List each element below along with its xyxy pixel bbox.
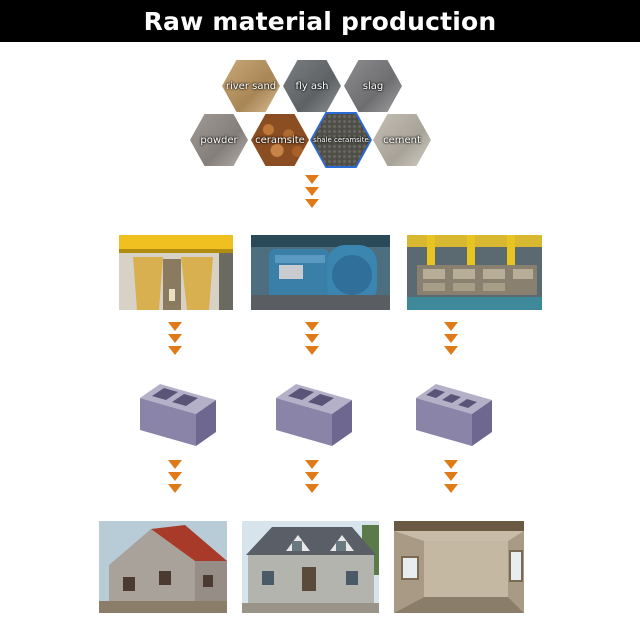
chevron-down-icon — [168, 484, 182, 493]
chevron-down-icon — [168, 334, 182, 343]
material-river-sand: river sand — [222, 60, 280, 112]
material-label: slag — [362, 80, 384, 92]
machine-photo-hopper — [119, 235, 233, 310]
house-illustration — [242, 521, 379, 613]
block-icon — [416, 384, 492, 446]
chevron-down-icon — [305, 322, 319, 331]
flow-arrow-materials — [302, 175, 322, 211]
machine-photo-mold — [407, 235, 542, 310]
hollow-block-two-cell-center — [274, 380, 354, 452]
chevron-down-icon — [305, 346, 319, 355]
chevron-down-icon — [168, 322, 182, 331]
chevron-down-icon — [444, 484, 458, 493]
building-photo-house-grey — [242, 521, 379, 613]
chevron-down-icon — [305, 187, 319, 196]
chevron-down-icon — [305, 334, 319, 343]
material-label: river sand — [225, 80, 277, 92]
chevron-down-icon — [168, 472, 182, 481]
block-icon — [140, 384, 216, 446]
flow-arrow-center-2 — [302, 460, 322, 496]
hollow-block-two-cell — [138, 380, 218, 452]
material-label: powder — [200, 134, 238, 146]
hopper-illustration — [119, 235, 233, 310]
chevron-down-icon — [444, 322, 458, 331]
material-powder: powder — [190, 114, 248, 166]
chevron-down-icon — [305, 460, 319, 469]
flow-arrow-right-1 — [441, 322, 461, 358]
motor-illustration — [251, 235, 390, 310]
page-title: Raw material production — [143, 6, 497, 36]
chevron-down-icon — [305, 199, 319, 208]
building-photo-house-red-roof — [99, 521, 227, 613]
material-label: cement — [383, 134, 421, 146]
flow-arrow-center-1 — [302, 322, 322, 358]
chevron-down-icon — [305, 472, 319, 481]
material-label: shale ceramsite — [313, 136, 369, 144]
material-slag: slag — [344, 60, 402, 112]
chevron-down-icon — [444, 460, 458, 469]
chevron-down-icon — [444, 334, 458, 343]
title-banner: Raw material production — [0, 0, 640, 42]
chevron-down-icon — [305, 484, 319, 493]
chevron-down-icon — [168, 346, 182, 355]
material-label: fly ash — [295, 80, 329, 92]
flow-arrow-left-2 — [165, 460, 185, 496]
material-label: ceramsite — [255, 134, 305, 146]
interior-illustration — [394, 521, 524, 613]
material-ceramsite: ceramsite — [251, 114, 309, 166]
building-photo-interior — [394, 521, 524, 613]
material-cement: cement — [373, 114, 431, 166]
chevron-down-icon — [305, 175, 319, 184]
chevron-down-icon — [444, 346, 458, 355]
chevron-down-icon — [444, 472, 458, 481]
mold-illustration — [407, 235, 542, 310]
raw-materials-cluster: river sand fly ash slag powder ceramsite… — [188, 56, 436, 168]
flow-arrow-right-2 — [441, 460, 461, 496]
hollow-block-three-cell — [414, 380, 494, 452]
chevron-down-icon — [168, 460, 182, 469]
machine-photo-motor — [251, 235, 390, 310]
material-fly-ash: fly ash — [283, 60, 341, 112]
block-icon — [276, 384, 352, 446]
flow-arrow-left-1 — [165, 322, 185, 358]
house-illustration — [99, 521, 227, 613]
